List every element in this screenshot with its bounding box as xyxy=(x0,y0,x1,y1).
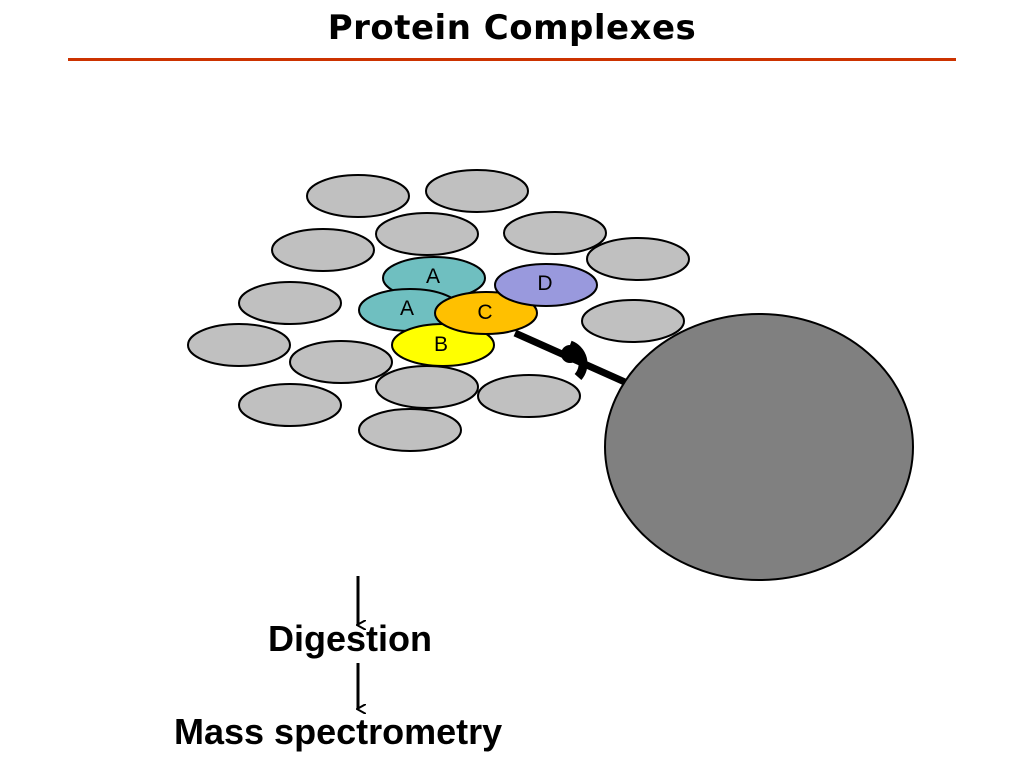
protein-c xyxy=(434,291,538,335)
background-protein xyxy=(306,174,410,218)
background-protein xyxy=(238,383,342,427)
background-protein xyxy=(238,281,342,325)
background-protein xyxy=(358,408,462,452)
background-protein xyxy=(271,228,375,272)
protein-complex xyxy=(358,256,598,367)
step-digestion: Digestion xyxy=(268,618,433,659)
background-protein xyxy=(586,237,690,281)
ball xyxy=(561,345,579,363)
step-mass-spectrometry: Mass spectrometry xyxy=(174,711,503,752)
background-protein xyxy=(187,323,291,367)
protein-c-label: C xyxy=(477,301,492,324)
protein-a-left-label: A xyxy=(400,297,414,320)
title-underline xyxy=(68,58,956,61)
affinity-tag xyxy=(561,340,588,380)
protein-d xyxy=(494,263,598,307)
background-protein xyxy=(581,299,685,343)
background-protein xyxy=(375,212,479,256)
protein-b-label: B xyxy=(434,333,448,356)
affinity-bead xyxy=(604,313,914,581)
background-protein xyxy=(289,340,393,384)
page-title: Protein Complexes xyxy=(327,8,697,48)
background-protein xyxy=(375,365,479,409)
protein-a-top-label: A xyxy=(426,265,440,288)
background-protein xyxy=(425,169,529,213)
background-proteins xyxy=(187,169,690,452)
background-protein xyxy=(503,211,607,255)
protein-d-label: D xyxy=(537,272,552,295)
background-protein xyxy=(477,374,581,418)
